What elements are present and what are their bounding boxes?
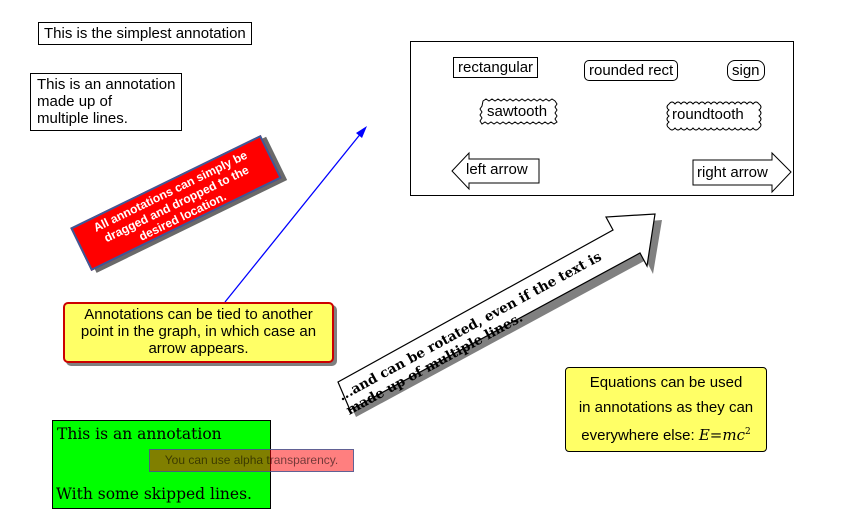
green-line-2: With some skipped lines.	[56, 485, 252, 503]
equation-exponent: 2	[744, 427, 751, 437]
shape-rectangular[interactable]: rectangular	[453, 57, 539, 78]
green-line-1: This is an annotation	[57, 425, 222, 443]
equation-equals: =	[709, 426, 723, 444]
shape-sawtooth[interactable]: sawtooth	[487, 103, 547, 120]
tied-line-2: point in the graph, in which case an	[80, 323, 317, 340]
shape-sign[interactable]: sign	[727, 60, 765, 81]
alpha-annotation-text: You can use alpha transparency.	[164, 453, 339, 467]
right-arrow-shape	[692, 151, 792, 194]
shape-roundtooth[interactable]: roundtooth	[672, 106, 744, 123]
simplest-annotation-text: This is the simplest annotation	[44, 25, 246, 42]
multiline-line-2: made up of	[37, 93, 113, 110]
shape-sign-text: sign	[732, 62, 760, 79]
tied-annotation[interactable]: Annotations can be tied to another point…	[63, 302, 334, 363]
equation-line-3-text: everywhere else:	[581, 427, 699, 444]
multiline-line-1: This is an annotation	[37, 76, 176, 93]
equation-line-2: in annotations as they can	[578, 399, 754, 416]
equation-math: E=mc2	[699, 426, 751, 444]
equation-annotation[interactable]: Equations can be used in annotations as …	[565, 367, 767, 452]
equation-line-1: Equations can be used	[589, 374, 743, 391]
equation-line-3: everywhere else: E=mc2	[566, 420, 766, 448]
shape-left-arrow-text: left arrow	[466, 161, 528, 178]
shape-right-arrow[interactable]: right arrow	[697, 164, 768, 181]
left-arrow-shape	[451, 151, 540, 191]
multiline-line-3: multiple lines.	[37, 110, 128, 127]
multiline-annotation[interactable]: This is an annotation made up of multipl…	[30, 73, 183, 131]
shape-left-arrow[interactable]: left arrow	[466, 161, 528, 178]
tied-line-1: Annotations can be tied to another	[84, 306, 313, 323]
shape-rectangular-text: rectangular	[458, 59, 534, 76]
connector-arrow-line	[224, 131, 363, 303]
roundtooth-border	[666, 101, 762, 131]
shape-roundtooth-text: roundtooth	[672, 106, 744, 123]
shape-right-arrow-text: right arrow	[697, 164, 768, 181]
shape-rounded-rect[interactable]: rounded rect	[584, 60, 679, 81]
shape-rounded-rect-text: rounded rect	[589, 62, 674, 79]
tied-line-3: arrow appears.	[148, 340, 249, 357]
alpha-annotation[interactable]: You can use alpha transparency.	[149, 449, 354, 472]
connector-arrowhead	[356, 126, 367, 138]
equation-var-e: E	[698, 426, 710, 444]
rotated-arrow-shape	[337, 213, 656, 411]
shape-sawtooth-text: sawtooth	[487, 103, 548, 120]
sawtooth-border	[479, 98, 558, 125]
equation-var-mc: mc	[722, 426, 745, 444]
simplest-annotation[interactable]: This is the simplest annotation	[38, 22, 252, 45]
